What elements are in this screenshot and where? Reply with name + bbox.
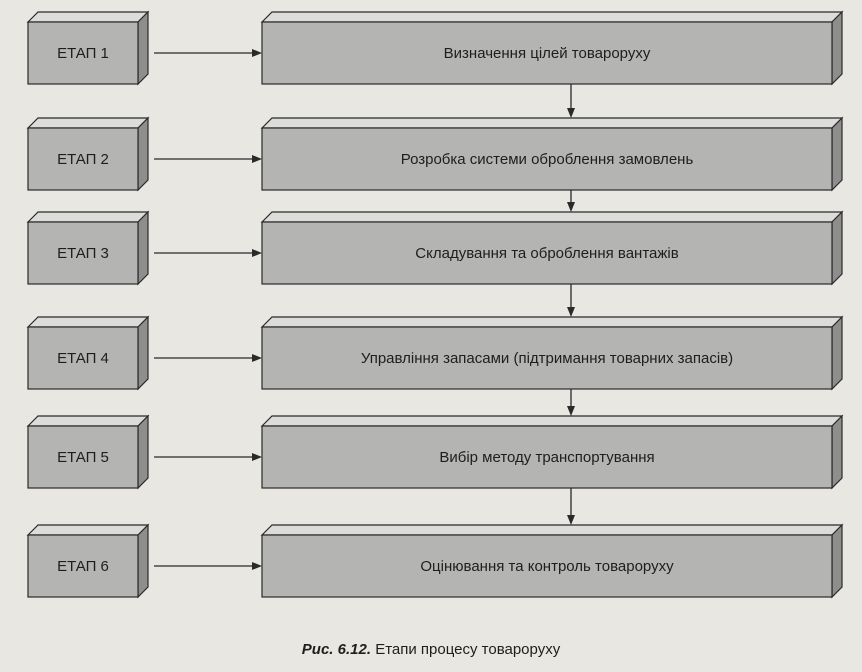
caption-text: Етапи процесу товароруху — [375, 641, 561, 658]
stage-label-6: ЕТАП 6 — [57, 558, 109, 575]
process-box-6-front — [261, 534, 833, 598]
stage-box-3-side — [137, 210, 149, 286]
stage-box-4-front — [27, 326, 139, 390]
stage-box-4-side — [137, 315, 149, 391]
stage-box-5-front — [27, 425, 139, 489]
process-box-1-front — [261, 21, 833, 85]
figure-caption: Рис. 6.12. Етапи процесу товароруху — [0, 641, 862, 658]
stage-box-5-top — [26, 415, 150, 427]
stage-box-3-front — [27, 221, 139, 285]
caption-prefix: Рис. 6.12. — [301, 641, 372, 658]
process-box-4-front — [261, 326, 833, 390]
stage-box-3-top — [26, 211, 150, 223]
process-box-5-front — [261, 425, 833, 489]
stage-arrow-1-head — [252, 49, 262, 57]
stage-box-1-top — [26, 11, 150, 23]
process-box-2-side — [831, 116, 843, 192]
stage-arrow-4-head — [252, 354, 262, 362]
process-box-3-side — [831, 210, 843, 286]
process-box-3-top — [260, 211, 844, 223]
process-label-3: Складування та оброблення вантажів — [415, 245, 678, 262]
process-box-4-top — [260, 316, 844, 328]
stage-label-5: ЕТАП 5 — [57, 449, 109, 466]
stage-label-1: ЕТАП 1 — [57, 45, 109, 62]
process-box-1-side — [831, 10, 843, 86]
process-label-2: Розробка системи оброблення замовлень — [401, 151, 694, 168]
process-label-5: Вибір методу транспортування — [439, 449, 654, 466]
stage-box-1-front — [27, 21, 139, 85]
stage-box-2-front — [27, 127, 139, 191]
stage-box-5-side — [137, 414, 149, 490]
process-box-1-top — [260, 11, 844, 23]
flow-arrow-5-head — [567, 515, 575, 525]
stage-box-2-top — [26, 117, 150, 129]
stage-label-2: ЕТАП 2 — [57, 151, 109, 168]
process-box-6-side — [831, 523, 843, 599]
process-box-2-top — [260, 117, 844, 129]
stage-box-6-front — [27, 534, 139, 598]
stage-label-3: ЕТАП 3 — [57, 245, 109, 262]
flow-arrow-3-head — [567, 307, 575, 317]
stage-box-1-side — [137, 10, 149, 86]
process-label-4: Управління запасами (підтримання товарни… — [361, 350, 733, 367]
process-box-5-top — [260, 415, 844, 427]
process-box-6-top — [260, 524, 844, 536]
stage-box-6-top — [26, 524, 150, 536]
stage-arrow-5-head — [252, 453, 262, 461]
process-box-5-side — [831, 414, 843, 490]
stage-box-6-side — [137, 523, 149, 599]
flow-arrow-1-head — [567, 108, 575, 118]
flow-arrow-4-head — [567, 406, 575, 416]
stage-arrow-6-head — [252, 562, 262, 570]
stage-label-4: ЕТАП 4 — [57, 350, 109, 367]
process-box-4-side — [831, 315, 843, 391]
stage-arrow-3-head — [252, 249, 262, 257]
process-label-1: Визначення цілей товароруху — [444, 45, 651, 62]
flow-arrow-2-head — [567, 202, 575, 212]
process-label-6: Оцінювання та контроль товароруху — [420, 558, 674, 575]
stage-box-2-side — [137, 116, 149, 192]
stage-box-4-top — [26, 316, 150, 328]
stage-arrow-2-head — [252, 155, 262, 163]
